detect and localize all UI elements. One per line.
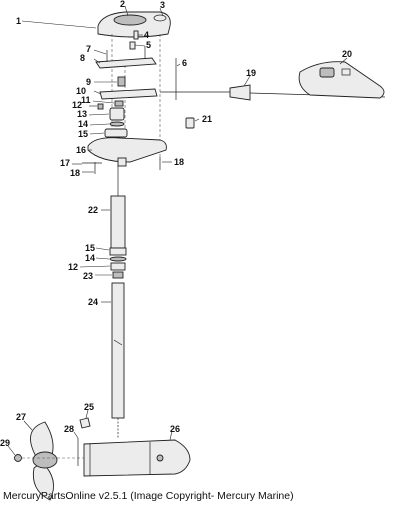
callout-18-left: 18 <box>70 168 80 178</box>
callout-7: 7 <box>86 44 91 54</box>
copyright-caption: MercuryPartsOnline v2.5.1 (Image Copyrig… <box>3 490 294 502</box>
upper-shaft-22[interactable] <box>110 195 126 249</box>
callout-18-right: 18 <box>174 157 184 167</box>
callout-1: 1 <box>16 16 21 26</box>
callout-12-upper: 12 <box>72 100 82 110</box>
callout-8: 8 <box>80 53 85 63</box>
collar-part-15-upper[interactable] <box>104 128 128 138</box>
callout-19: 19 <box>246 68 256 78</box>
grommet-part-25[interactable] <box>79 417 91 429</box>
lower-shaft-24[interactable] <box>111 282 125 419</box>
callout-29: 29 <box>0 438 10 448</box>
callout-3: 3 <box>160 0 165 10</box>
callout-26: 26 <box>170 424 180 434</box>
callout-22: 22 <box>88 205 98 215</box>
callout-16: 16 <box>76 145 86 155</box>
mounting-plate[interactable] <box>95 46 157 69</box>
switch-part-9[interactable] <box>117 76 126 87</box>
trolling-motor-26[interactable] <box>83 439 191 477</box>
bushing-part-13[interactable] <box>109 107 125 121</box>
cable-strain-relief-19[interactable] <box>229 84 251 101</box>
callout-20: 20 <box>342 49 352 59</box>
callout-14-upper: 14 <box>78 119 88 129</box>
control-head-cover[interactable] <box>97 11 171 38</box>
callout-12-lower: 12 <box>68 262 78 272</box>
head-housing-16[interactable] <box>87 137 167 167</box>
washer-part-12-lower[interactable] <box>110 262 126 271</box>
ring-part-14-lower[interactable] <box>109 256 127 262</box>
ring-part-14-upper[interactable] <box>109 121 125 127</box>
nut-part-11[interactable] <box>114 100 124 107</box>
callout-6: 6 <box>182 58 187 68</box>
plug-part-21[interactable] <box>185 117 195 129</box>
callout-15-upper: 15 <box>78 129 88 139</box>
washer-part-12-upper[interactable] <box>97 103 104 110</box>
callout-24: 24 <box>88 297 98 307</box>
callout-2: 2 <box>120 0 125 9</box>
callout-5: 5 <box>146 40 151 50</box>
foot-pedal-20[interactable] <box>298 61 385 99</box>
callout-13: 13 <box>77 109 87 119</box>
callout-10: 10 <box>76 86 86 96</box>
callout-17: 17 <box>60 158 70 168</box>
callout-25: 25 <box>84 402 94 412</box>
callout-11: 11 <box>81 95 91 105</box>
propeller-27[interactable] <box>30 421 58 501</box>
callout-9: 9 <box>86 77 91 87</box>
callout-14-lower: 14 <box>85 253 95 263</box>
callout-23: 23 <box>83 271 93 281</box>
prop-nut-29[interactable] <box>14 454 22 462</box>
screw-part-4[interactable] <box>133 30 139 40</box>
callout-15-lower: 15 <box>85 243 95 253</box>
callout-21: 21 <box>202 114 212 124</box>
collar-part-15-lower[interactable] <box>109 247 127 256</box>
callout-27: 27 <box>16 412 26 422</box>
clamp-part-23[interactable] <box>112 271 124 279</box>
bracket-bar-10[interactable] <box>99 88 158 100</box>
callout-28: 28 <box>64 424 74 434</box>
screw-part-5[interactable] <box>129 41 136 50</box>
callout-4: 4 <box>144 30 149 40</box>
